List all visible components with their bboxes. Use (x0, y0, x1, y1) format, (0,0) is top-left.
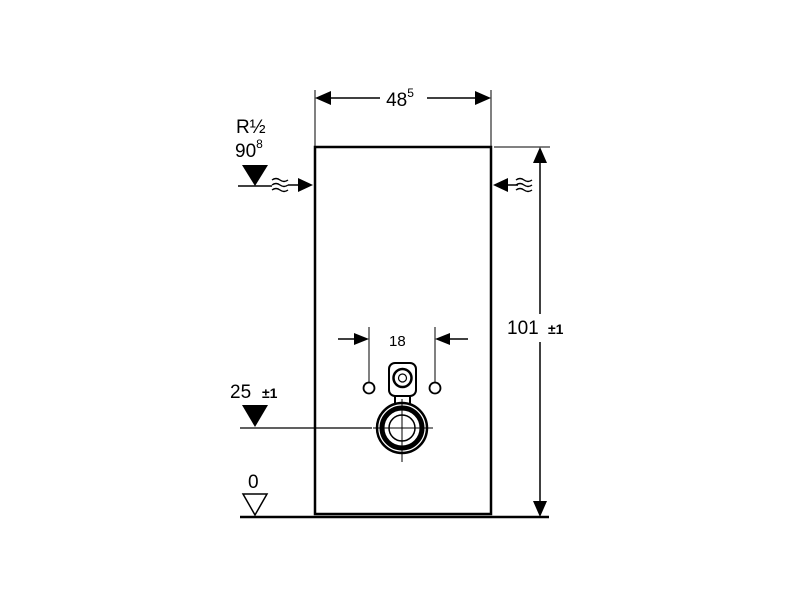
supply-thread: R½ (236, 117, 266, 138)
fixing-hole-left (362, 381, 376, 395)
arrow-left-icon (315, 91, 331, 105)
arrow-right-icon (298, 178, 313, 192)
arrow-left-icon (435, 333, 450, 345)
bracket-dimension: 18 (338, 327, 468, 385)
arrow-right-icon (354, 333, 369, 345)
drain-level: 25 ±1 (230, 382, 372, 429)
arrow-up-icon (533, 147, 547, 163)
height-tolerance: ±1 (548, 321, 564, 337)
height-value: 101 (507, 318, 539, 339)
level-marker-filled-icon (242, 405, 268, 427)
height-dimension: 101 ±1 (494, 146, 564, 517)
drain-height: 25 (230, 382, 251, 403)
floor-value: 0 (248, 472, 259, 493)
water-supply-left: R½ 908 (235, 117, 313, 193)
supply-height-sup: 8 (256, 137, 263, 151)
arrow-down-icon (533, 501, 547, 517)
drain-tolerance: ±1 (262, 385, 278, 401)
supply-height: 90 (235, 141, 256, 162)
water-wave-icon (271, 177, 289, 193)
level-marker-outline-icon (241, 493, 269, 517)
water-supply-right (493, 177, 533, 193)
water-wave-icon (515, 177, 533, 193)
width-value: 48 (386, 90, 407, 111)
arrow-right-icon (475, 91, 491, 105)
module-panel (313, 145, 493, 516)
fixing-hole-right (428, 381, 442, 395)
arrow-left-icon (493, 178, 508, 192)
svg-text:908: 908 (235, 137, 263, 162)
level-marker-filled-icon (242, 165, 268, 186)
floor-level: 0 (241, 472, 269, 517)
bracket-value: 18 (389, 333, 406, 350)
width-sup: 5 (407, 86, 414, 100)
wc-fittings (362, 362, 442, 462)
width-dimension: 485 (314, 86, 492, 147)
svg-text:485: 485 (386, 86, 414, 111)
